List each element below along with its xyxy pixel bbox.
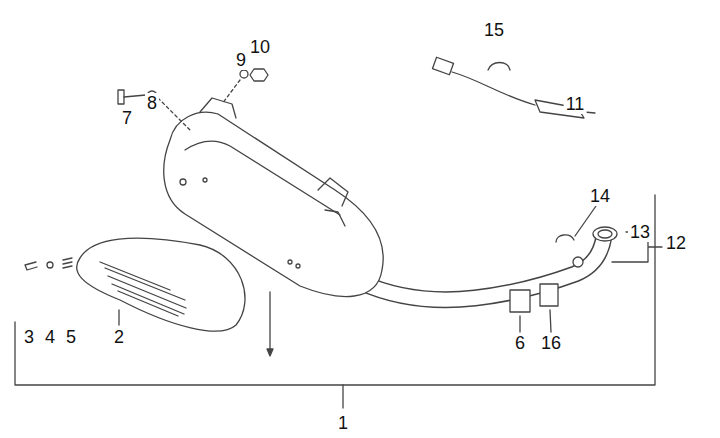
callout-number: 2: [112, 327, 126, 347]
callout-number: 16: [539, 333, 563, 353]
callout-number: 11: [564, 94, 587, 114]
callout-number: 8: [145, 93, 159, 113]
callout-number: 14: [588, 186, 612, 206]
callout-number: 3: [22, 327, 36, 347]
callout-number: 5: [64, 327, 78, 347]
callout-number: 9: [234, 50, 248, 70]
callout-number: 10: [248, 37, 272, 57]
callout-number: 7: [120, 108, 134, 128]
callout-number: 4: [43, 327, 57, 347]
callout-number: 13: [628, 222, 652, 242]
callout-number: 15: [482, 20, 506, 40]
callout-number: 6: [513, 333, 527, 353]
callout-number: 12: [664, 233, 688, 253]
callout-number: 1: [336, 413, 350, 433]
